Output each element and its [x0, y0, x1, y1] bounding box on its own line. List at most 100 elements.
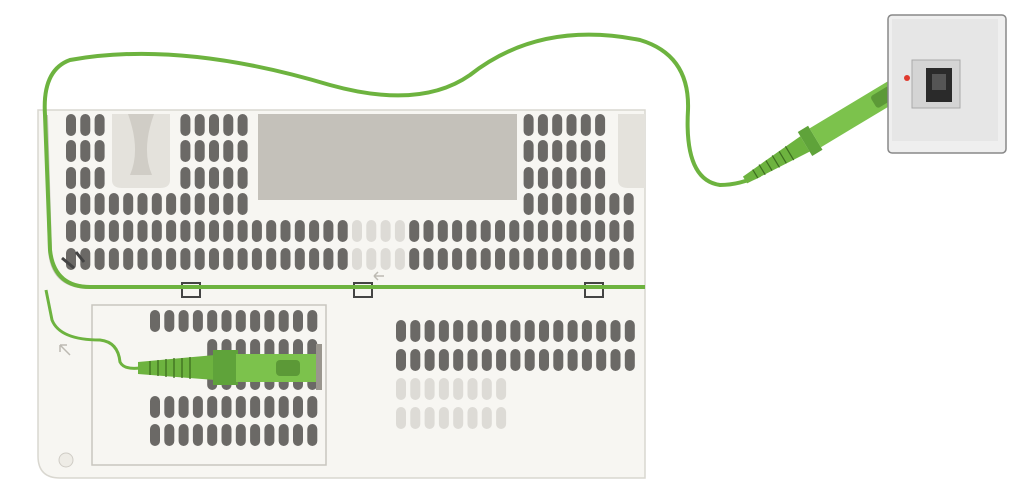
vent-slot [566, 248, 577, 270]
vent-slot [180, 220, 191, 242]
vent-slot [66, 193, 76, 215]
vent-slot [610, 320, 621, 342]
vent-slot [192, 396, 203, 418]
vent-grid-top [66, 114, 634, 270]
vent-slot [580, 140, 591, 162]
vent-slot [178, 310, 189, 332]
vent-slot [278, 424, 289, 446]
vent-slot [452, 248, 463, 270]
vent-slot [223, 220, 234, 242]
vent-slot [624, 320, 635, 342]
vent-slot [623, 248, 634, 270]
vent-slot [151, 193, 162, 215]
vent-slot [352, 220, 362, 242]
vent-slot [481, 378, 492, 400]
vent-slot [192, 310, 203, 332]
wall-socket-icon [887, 14, 1007, 154]
vent-slot [438, 349, 449, 371]
vent-slot [294, 248, 305, 270]
vent-slot [294, 220, 305, 242]
vent-slot [94, 248, 105, 270]
vent-slot [235, 396, 246, 418]
vent-slot [580, 248, 591, 270]
vent-slot [596, 349, 607, 371]
vent-slot [250, 396, 261, 418]
vent-slot [266, 248, 277, 270]
vent-slot [137, 248, 148, 270]
vent-slot [307, 310, 318, 332]
vent-slot [66, 140, 76, 162]
vent-slot [280, 248, 291, 270]
vent-slot [566, 167, 577, 189]
vent-slot [209, 140, 219, 162]
vent-slot [567, 320, 578, 342]
vent-slot [123, 193, 134, 215]
vent-slot [581, 320, 592, 342]
vent-slot [523, 220, 534, 242]
vent-slot [537, 248, 548, 270]
vent-slot [580, 114, 591, 136]
vent-slot [523, 167, 534, 189]
vent-slot [495, 248, 505, 270]
vent-slot [496, 378, 507, 400]
vent-slot [537, 114, 548, 136]
vent-slot [595, 114, 606, 136]
vent-slot [80, 167, 91, 189]
vent-slot [337, 248, 348, 270]
vent-slot [552, 193, 563, 215]
vent-slot [221, 424, 232, 446]
vent-slot [537, 220, 548, 242]
vent-slot [108, 220, 119, 242]
vent-slot [496, 407, 507, 429]
vent-slot [237, 167, 248, 189]
vent-slot [410, 320, 421, 342]
vent-slot [481, 349, 492, 371]
vent-slot [410, 349, 421, 371]
vent-slot [94, 193, 105, 215]
vent-slot [524, 349, 535, 371]
vent-slot [552, 167, 563, 189]
keyhole-left-inner [128, 114, 154, 175]
vent-slot [609, 193, 620, 215]
vent-slot [481, 407, 492, 429]
vent-slot [580, 193, 591, 215]
keyhole-right [618, 114, 645, 188]
vent-slot [510, 349, 521, 371]
vent-slot [235, 424, 246, 446]
vent-slot [581, 349, 592, 371]
vent-slot [423, 248, 434, 270]
vent-slot [80, 248, 91, 270]
vent-slot [595, 167, 606, 189]
vent-slot [452, 220, 463, 242]
vent-slot [609, 220, 620, 242]
vent-slot [94, 220, 105, 242]
vent-slot [223, 114, 234, 136]
vent-slot [323, 220, 334, 242]
vent-slot [250, 310, 261, 332]
vent-slot [209, 220, 219, 242]
vent-slot [467, 407, 478, 429]
vent-slot [194, 220, 205, 242]
vent-slot [80, 140, 91, 162]
vent-slot [180, 167, 191, 189]
vent-slot [437, 220, 448, 242]
vent-slot [235, 310, 246, 332]
vent-slot [166, 220, 177, 242]
vent-slot [509, 248, 520, 270]
vent-slot [453, 320, 464, 342]
vent-slot [108, 193, 119, 215]
vent-slot [609, 248, 620, 270]
vent-slot [595, 248, 606, 270]
vent-slot [166, 193, 177, 215]
vent-slot [523, 140, 534, 162]
vent-slot [537, 167, 548, 189]
vent-slot [223, 167, 234, 189]
vent-slot [166, 248, 177, 270]
vent-slot [151, 220, 162, 242]
vent-slot [394, 220, 405, 242]
vent-slot [466, 220, 477, 242]
vent-slot [495, 220, 505, 242]
vent-slot [309, 220, 320, 242]
vent-slot [278, 396, 289, 418]
